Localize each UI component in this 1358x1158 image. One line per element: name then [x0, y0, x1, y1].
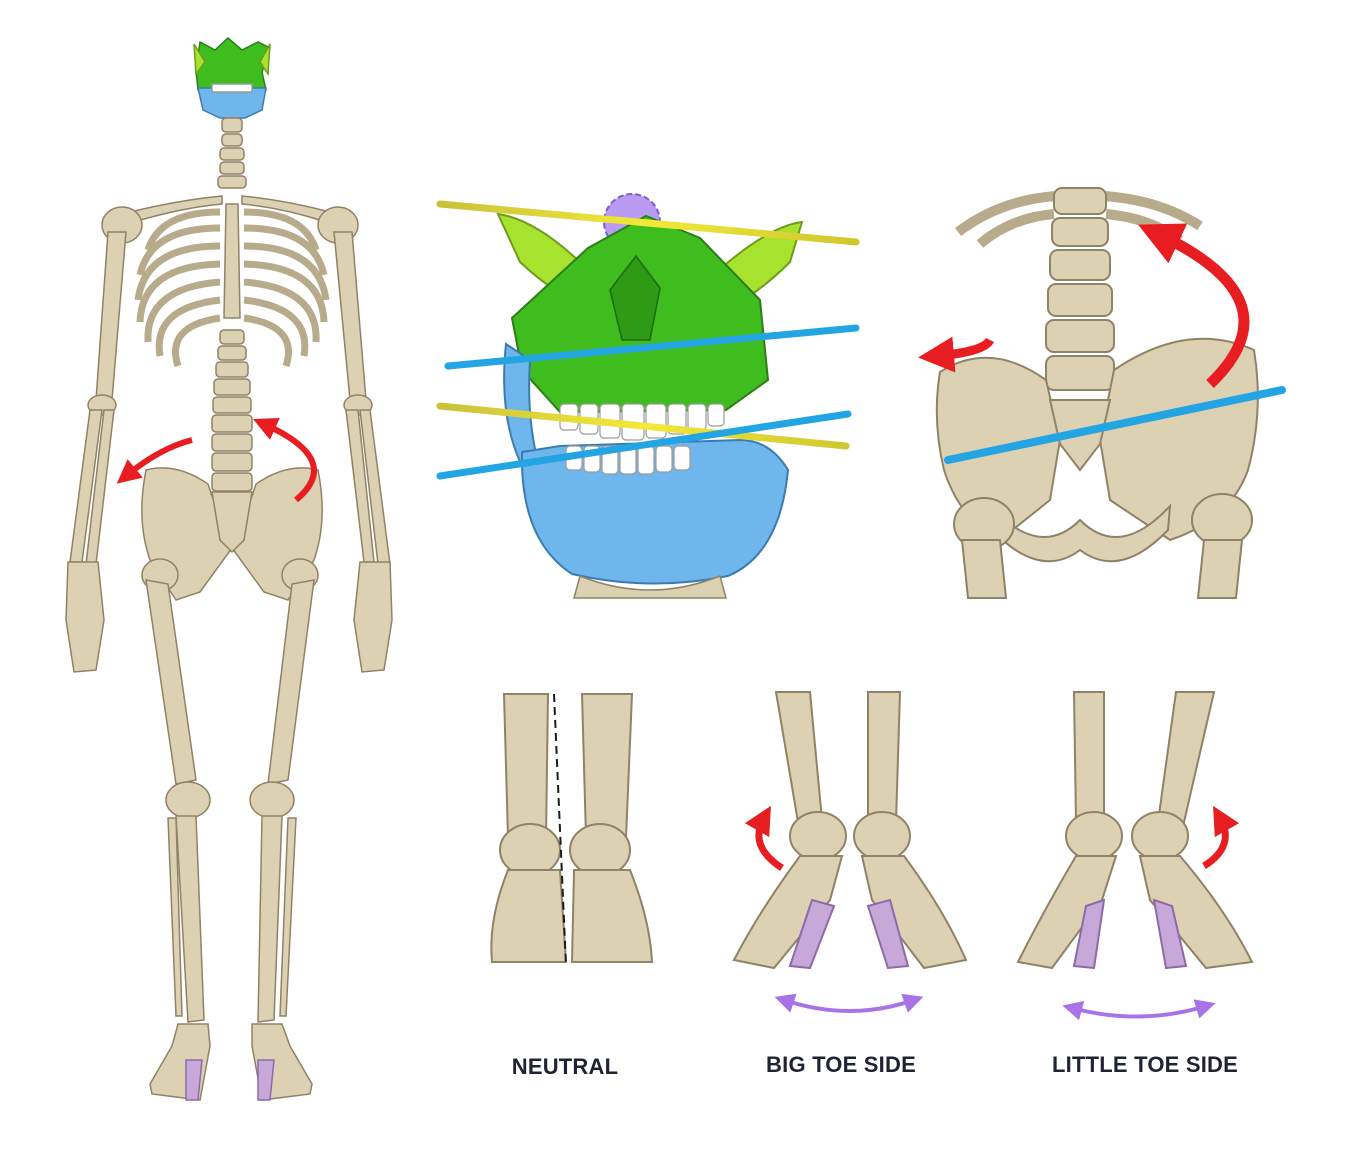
right-clavicle: [241, 195, 332, 223]
double-headed-arrow-icon: [774, 993, 924, 1013]
feet-neutral: [490, 693, 654, 963]
reference-line-blue-upper: [444, 324, 860, 370]
rotation-arrow-icon: [116, 437, 193, 484]
skull-small: [193, 36, 271, 119]
rotation-arrow-icon: [253, 417, 317, 503]
left-clavicle: [128, 195, 223, 223]
caption-little-toe-side: LITTLE TOE SIDE: [1052, 1052, 1238, 1077]
skull-closeup: [496, 193, 804, 599]
right-leg: [249, 558, 319, 1101]
rotation-arrow-icon: [918, 336, 995, 373]
pelvis-closeup: [935, 187, 1259, 599]
rotation-arrow-icon: [1202, 805, 1240, 869]
spine: [211, 117, 253, 492]
caption-neutral: NEUTRAL: [511, 1054, 619, 1079]
left-leg: [141, 558, 211, 1101]
neutral-vertical-dashed-line: [553, 693, 567, 967]
reference-line-blue-lower: [436, 410, 852, 480]
feet-big-toe-side: [732, 691, 968, 970]
rib-cage: [134, 208, 330, 368]
left-arm: [65, 206, 143, 673]
reference-line-yellow-lower: [436, 402, 850, 450]
teeth: [559, 403, 725, 475]
rotation-arrow-icon: [1138, 223, 1250, 388]
full-skeleton: [65, 36, 393, 1101]
rotation-arrow-icon: [744, 805, 784, 871]
feet-little-toe-side: [1016, 691, 1254, 970]
double-headed-arrow-icon: [1062, 999, 1216, 1021]
reference-line-yellow-top: [436, 200, 860, 246]
pelvis-reference-line-blue: [944, 386, 1286, 464]
sternum: [223, 203, 241, 319]
right-arm: [317, 206, 393, 673]
caption-big-toe-side: BIG TOE SIDE: [766, 1052, 916, 1077]
sacrum: [211, 491, 253, 554]
